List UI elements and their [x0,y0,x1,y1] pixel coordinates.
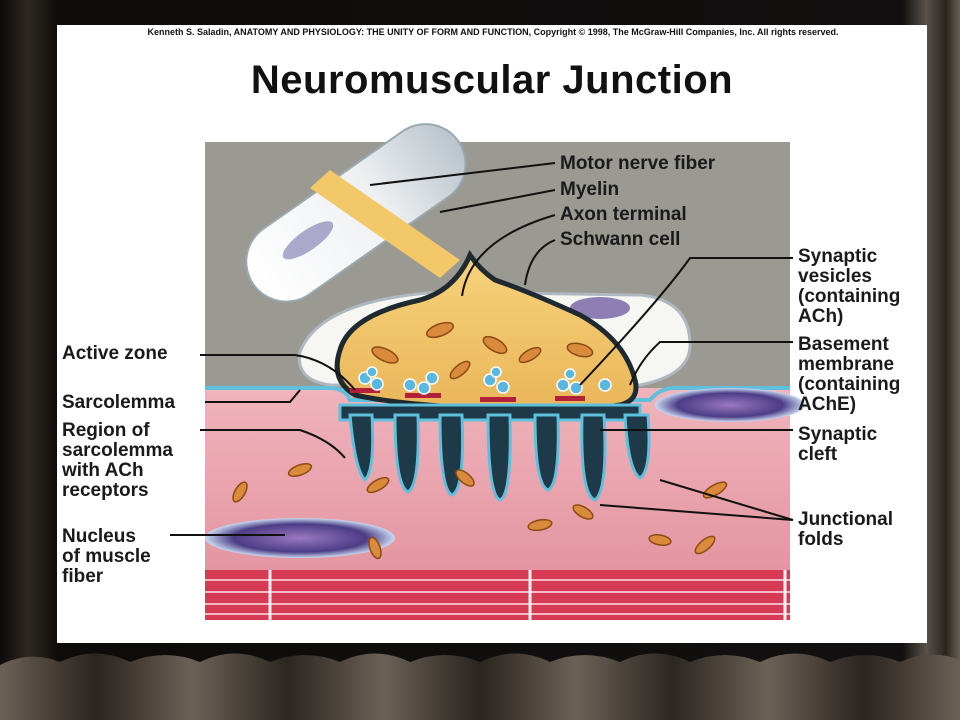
label-synaptic-vesicles: Synaptic vesicles (containing ACh) [798,246,901,327]
myofibril-striations [205,570,790,620]
muscle-nucleus-left [205,518,395,558]
label-basement-membrane: Basement membrane (containing AChE) [798,334,901,415]
label-synaptic-cleft: Synaptic cleft [798,424,878,465]
label-nucleus-of-muscle-fiber: Nucleus of muscle fiber [62,526,151,587]
leader-lines [170,162,794,536]
label-motor-nerve-fiber: Motor nerve fiber [560,153,716,174]
active-zones [350,388,585,402]
label-myelin: Myelin [560,179,620,200]
label-ach-receptor-region: Region of sarcolemma with ACh receptors [62,420,173,501]
synaptic-vesicles [358,366,612,395]
label-axon-terminal: Axon terminal [560,204,687,225]
label-sarcolemma: Sarcolemma [62,392,176,413]
label-active-zone: Active zone [62,343,168,364]
muscle-nucleus-right [655,388,805,422]
diagram-title: Neuromuscular Junction [250,58,734,102]
schwann-nucleus [570,297,630,319]
label-schwann-cell: Schwann cell [560,229,681,250]
label-junctional-folds: Junctional folds [798,509,894,550]
motor-nerve-axon [310,170,460,278]
copyright-line: Kenneth S. Saladin, ANATOMY AND PHYSIOLO… [147,27,839,37]
